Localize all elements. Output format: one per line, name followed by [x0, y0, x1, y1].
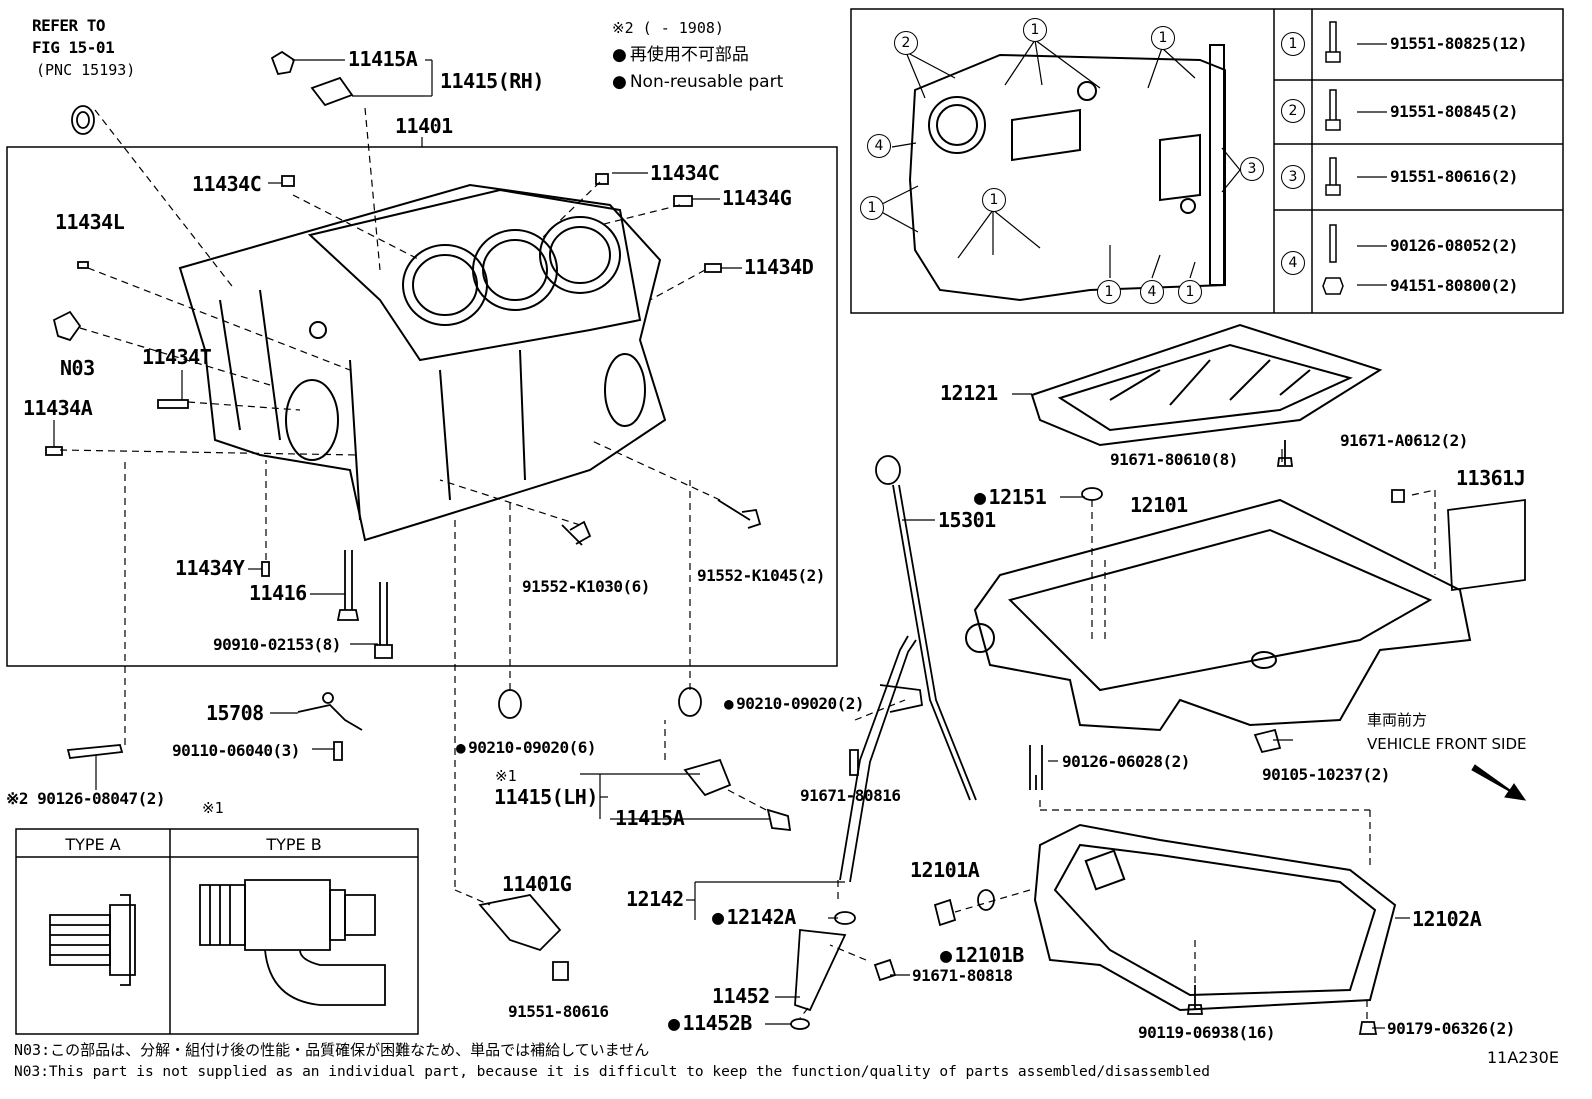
part-90110-06040[interactable]: 90110-06040(3) [172, 741, 300, 760]
part-90910-02153[interactable]: 90910-02153(8) [213, 635, 341, 654]
legend-part-2[interactable]: 91551-80845(2) [1390, 102, 1518, 121]
note-jp: 再使用不可部品 [612, 45, 749, 65]
part-11415A-bottom[interactable]: 11415A [615, 806, 685, 830]
part-90210-09020-6[interactable]: 90210-09020(6) [456, 738, 596, 758]
legend-num-2: 2 [1281, 99, 1305, 123]
refer-line-3: (PNC 15193) [36, 61, 136, 79]
part-11434G[interactable]: 11434G [722, 186, 792, 210]
part-11434C-left[interactable]: 11434C [192, 172, 262, 196]
part-90105-10237[interactable]: 90105-10237(2) [1262, 765, 1390, 784]
note-mark: ※2 ( - 1908) [612, 19, 724, 37]
part-N03[interactable]: N03 [60, 356, 95, 380]
refer-line-2: FIG 15-01 [32, 38, 115, 57]
part-11452[interactable]: 11452 [712, 984, 770, 1008]
part-12142A[interactable]: 12142A [712, 907, 797, 927]
type-mark: ※1 [202, 799, 224, 817]
part-12142[interactable]: 12142 [626, 887, 684, 911]
inset-callout: 1 [982, 188, 1006, 212]
type-box-frame [15, 828, 419, 1035]
part-12101A[interactable]: 12101A [910, 858, 980, 882]
part-11434D[interactable]: 11434D [744, 255, 814, 279]
part-11434L[interactable]: 11434L [55, 210, 125, 234]
part-11434T[interactable]: 11434T [142, 345, 212, 369]
part-90210-09020-2[interactable]: 90210-09020(2) [724, 694, 864, 714]
part-90179-06326[interactable]: 90179-06326(2) [1387, 1019, 1515, 1038]
part-15301[interactable]: 15301 [938, 508, 996, 532]
legend-part-4a[interactable]: 90126-08052(2) [1390, 236, 1518, 255]
part-12101B[interactable]: 12101B [940, 945, 1025, 965]
legend-num-1: 1 [1281, 32, 1305, 56]
inset-leaders [873, 39, 1387, 286]
part-91671-80818[interactable]: 91671-80818 [912, 966, 1013, 985]
part-11401G[interactable]: 11401G [502, 872, 572, 896]
part-91671-80816[interactable]: 91671-80816 [800, 786, 901, 805]
type-a-header: TYPE A [65, 835, 121, 854]
legend-bolts [1322, 21, 1344, 295]
leader-lines [53, 59, 1410, 1029]
type-a-plug-illustration [49, 894, 136, 986]
bolt-inset-frame [850, 8, 1564, 314]
inset-callout: 1 [1097, 280, 1121, 304]
front-jp: 車両前方 [1367, 711, 1428, 729]
part-11434A[interactable]: 11434A [23, 396, 93, 420]
front-en: VEHICLE FRONT SIDE [1367, 735, 1527, 753]
inset-callout: 1 [860, 196, 884, 220]
oil-pan-upper-illustration [965, 498, 1472, 732]
inset-callout: 4 [867, 134, 891, 158]
part-11361J[interactable]: 11361J [1456, 466, 1526, 490]
inset-callout: 4 [1140, 280, 1164, 304]
part-11415-rh[interactable]: 11415(RH) [440, 69, 544, 93]
inset-callout: 2 [894, 31, 918, 55]
footer-note-en: N03:This part is not supplied as an indi… [14, 1064, 1210, 1080]
note-en: Non-reusable part [612, 72, 783, 92]
legend-part-3[interactable]: 91551-80616(2) [1390, 167, 1518, 186]
part-90126-08047[interactable]: ※2 90126-08047(2) [6, 789, 166, 808]
timing-cover-illustration [908, 44, 1226, 302]
footer-note-jp: N03:この部品は、分解・組付け後の性能・品質確保が困難なため、単品では補給して… [14, 1041, 650, 1059]
inset-callout: 1 [1023, 18, 1047, 42]
part-12151[interactable]: 12151 [974, 487, 1047, 507]
part-11401[interactable]: 11401 [395, 114, 453, 138]
part-11452B[interactable]: 11452B [668, 1013, 753, 1033]
part-90119-06938[interactable]: 90119-06938(16) [1138, 1023, 1276, 1042]
part-11434Y[interactable]: 11434Y [175, 556, 245, 580]
legend-num-4: 4 [1281, 251, 1305, 275]
inset-callout: 1 [1178, 280, 1202, 304]
mark-1-lh: ※1 [495, 767, 517, 785]
part-12121[interactable]: 12121 [940, 381, 998, 405]
inset-callout: 1 [1151, 26, 1175, 50]
part-11415-lh[interactable]: 11415(LH) [494, 785, 598, 809]
part-91551-80616[interactable]: 91551-80616 [508, 1002, 609, 1021]
part-91552-K1030[interactable]: 91552-K1030(6) [522, 577, 650, 596]
part-91671-A0612[interactable]: 91671-A0612(2) [1340, 431, 1468, 450]
part-11416[interactable]: 11416 [249, 581, 307, 605]
type-b-header: TYPE B [266, 835, 322, 854]
front-arrow [1471, 764, 1527, 801]
part-11415A-top[interactable]: 11415A [348, 47, 418, 71]
engine-block-frame [6, 146, 838, 667]
refer-line-1: REFER TO [32, 16, 106, 35]
part-12102A[interactable]: 12102A [1412, 907, 1482, 931]
cylinder-block-illustration [178, 183, 667, 542]
baffle-plate-illustration [1030, 323, 1383, 447]
legend-num-3: 3 [1281, 165, 1305, 189]
part-90126-06028[interactable]: 90126-06028(2) [1062, 752, 1190, 771]
type-b-fitting-illustration [199, 879, 386, 1006]
legend-part-1[interactable]: 91551-80825(12) [1390, 34, 1528, 53]
part-12101[interactable]: 12101 [1130, 493, 1188, 517]
oil-pan-lower-illustration [1033, 823, 1397, 1012]
legend-part-4b[interactable]: 94151-80800(2) [1390, 276, 1518, 295]
inset-callout: 3 [1240, 157, 1264, 181]
part-91671-80610[interactable]: 91671-80610(8) [1110, 450, 1238, 469]
part-91552-K1045[interactable]: 91552-K1045(2) [697, 566, 825, 585]
part-11434C-right[interactable]: 11434C [650, 161, 720, 185]
dashed-guides [59, 107, 1436, 1022]
figure-code: 11A230E [1487, 1048, 1559, 1067]
part-15708[interactable]: 15708 [206, 701, 264, 725]
